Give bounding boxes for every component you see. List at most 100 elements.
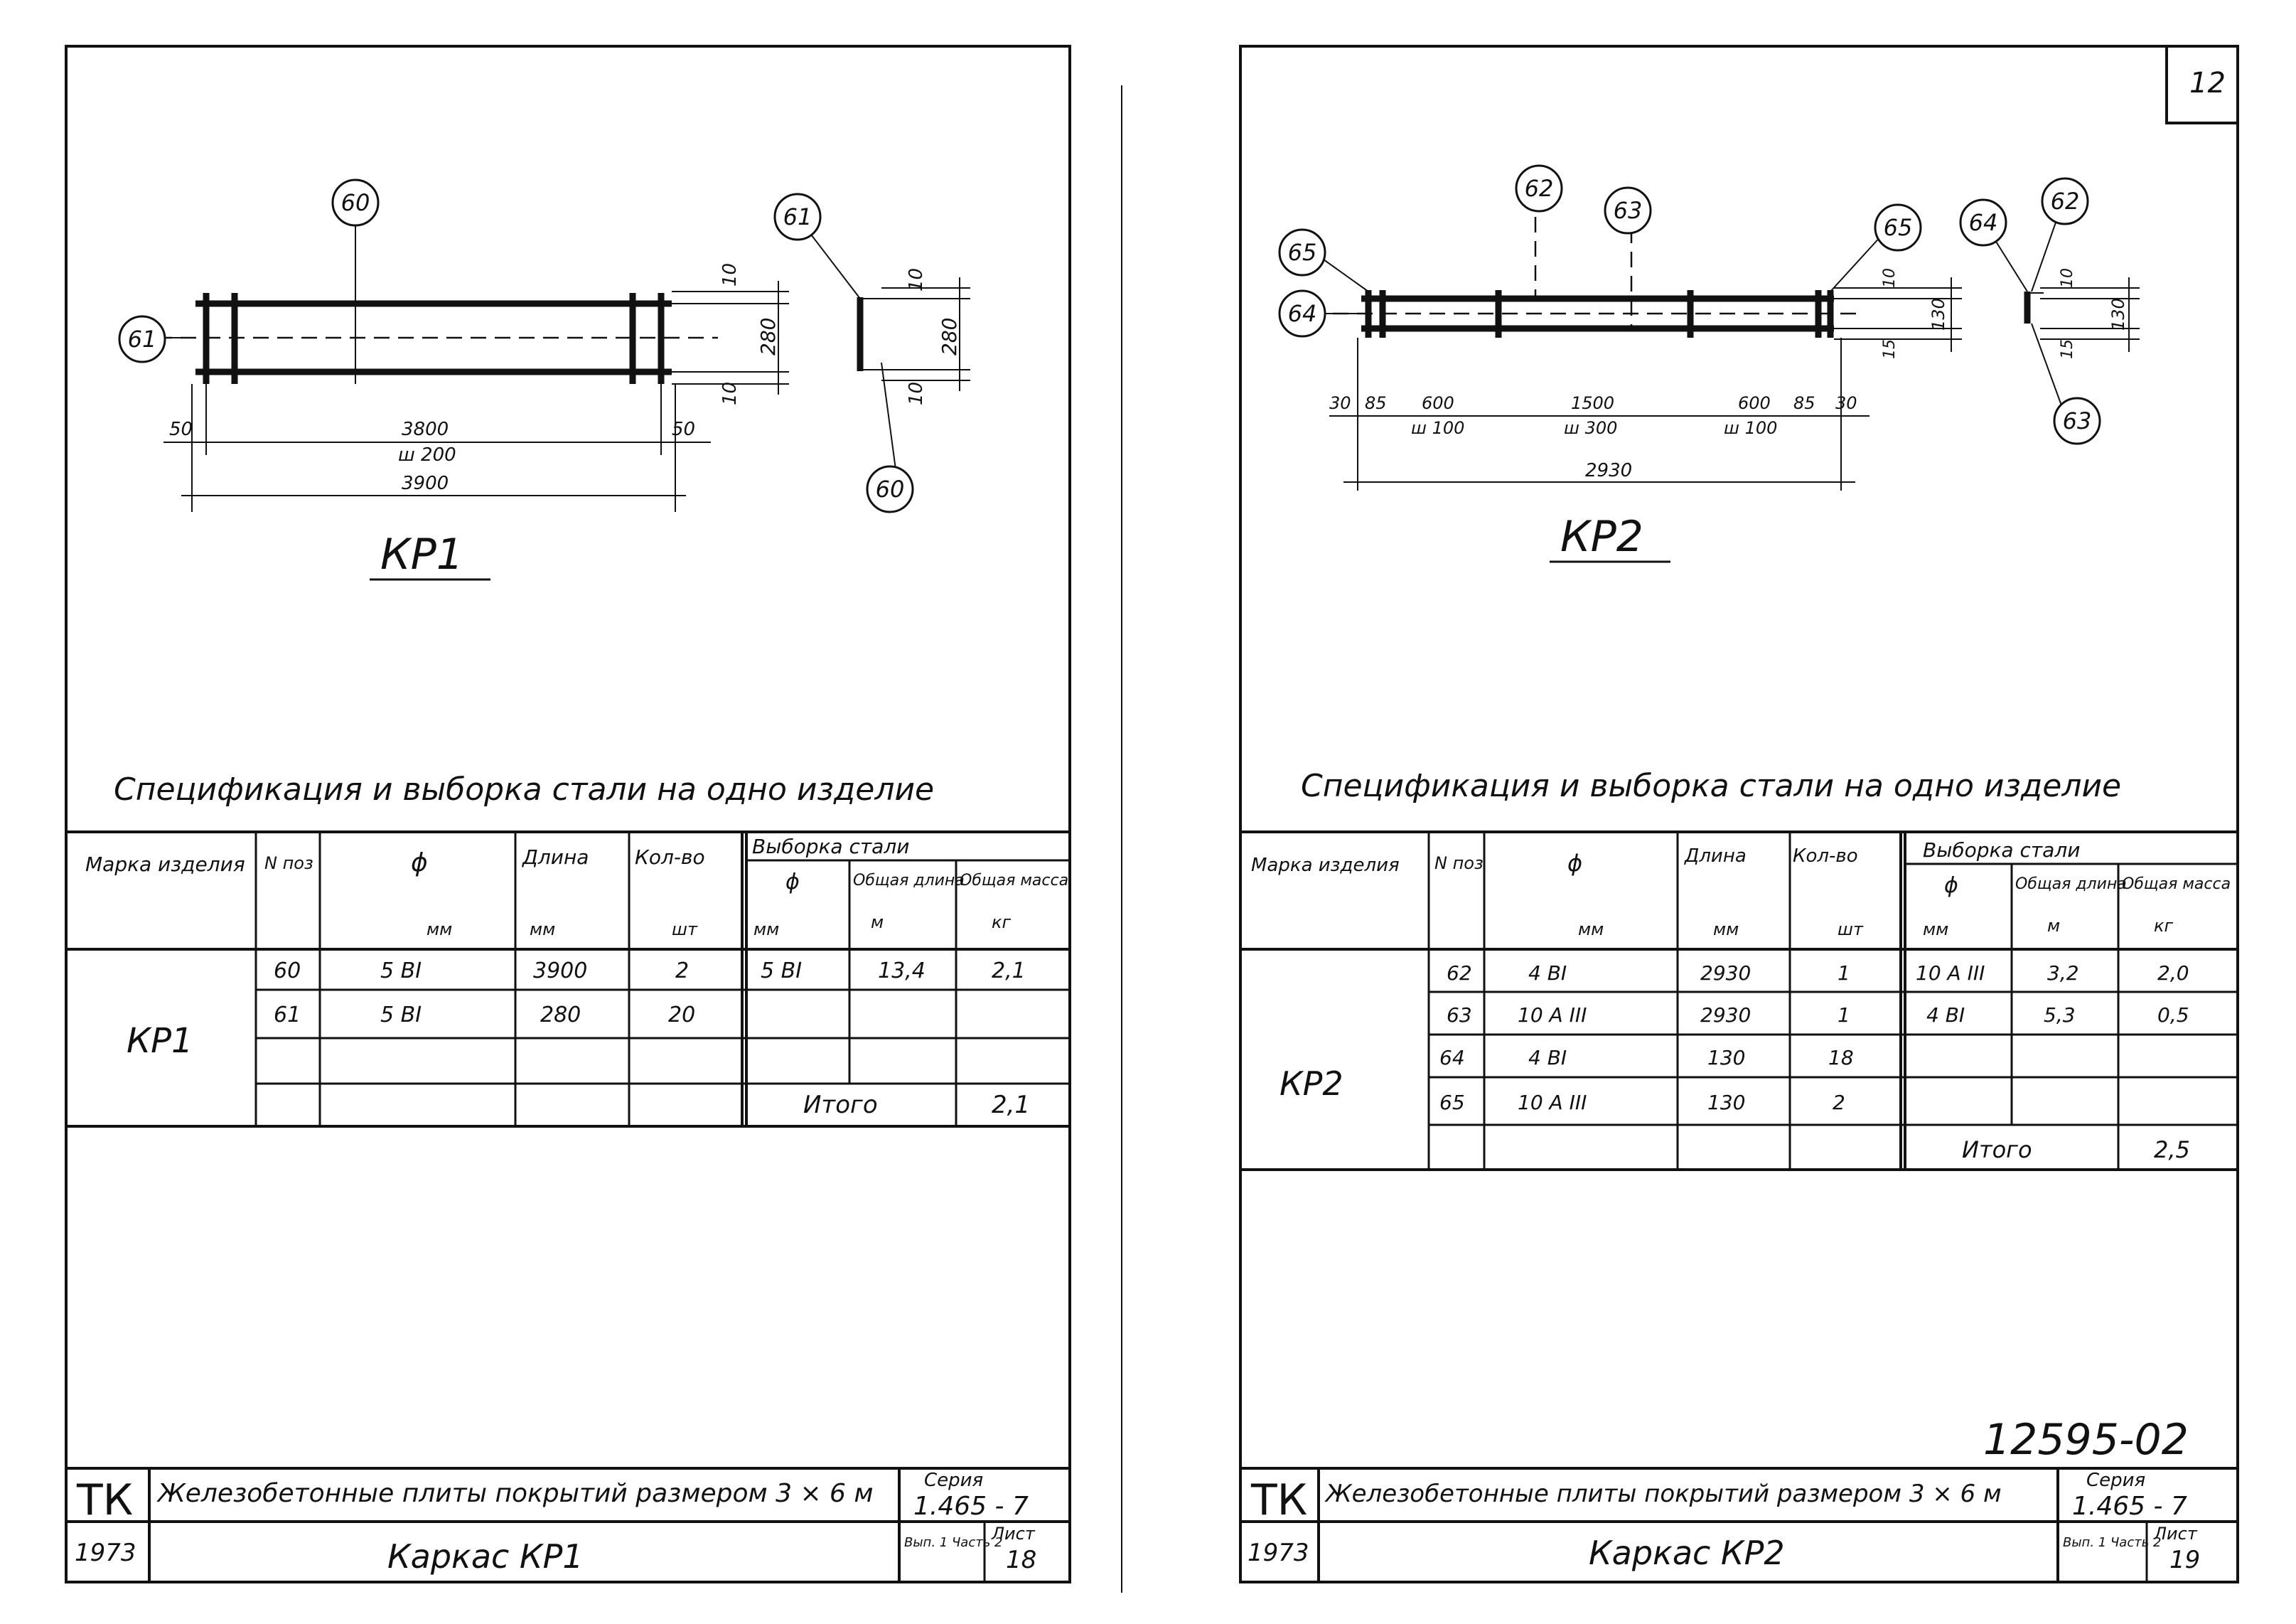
left-sheet-frame xyxy=(65,45,1071,1583)
callout-62-section-label: 62 xyxy=(2051,188,2080,215)
left-tb-series-label: Серия xyxy=(924,1470,983,1491)
right-row1-dia: 4 BI xyxy=(1528,961,1567,985)
table-row: 10 A III 3,2 2,0 xyxy=(1916,961,2189,985)
callout-60-section-label: 60 xyxy=(876,476,905,503)
archive-number: 12595-02 xyxy=(1983,1415,2189,1465)
kp2-drawing-title: КР2 xyxy=(1560,512,1643,562)
left-tb-sheet-label: Лист xyxy=(991,1524,1036,1544)
right-tb-series-label: Серия xyxy=(2086,1470,2145,1491)
left-th-mark: Марка изделия xyxy=(85,853,245,876)
kp1-dim-280: 280 xyxy=(756,318,780,356)
callout-60-section: 60 xyxy=(866,465,914,513)
right-th-sel: Выборка стали xyxy=(1923,838,2080,862)
kp1-dim-top-10: 10 xyxy=(719,263,741,287)
right-total-value: 2,5 xyxy=(2154,1136,2190,1163)
kp2-dim-30b: 30 xyxy=(1835,393,1857,413)
right-th-sel-dia: ϕ xyxy=(1944,873,1958,898)
left-tb-series-value: 1.465 - 7 xyxy=(913,1492,1029,1521)
right-unit-len: мм xyxy=(1713,919,1739,939)
left-tb-name: Каркас КР1 xyxy=(387,1537,584,1576)
right-spec-title: Спецификация и выборка стали на одно изд… xyxy=(1301,768,2121,804)
left-th-sel-mass: Общая масса xyxy=(960,872,1068,890)
right-row1-len: 2930 xyxy=(1700,961,1751,985)
kp2-dim-1500: 1500 xyxy=(1571,393,1614,413)
table-row: 64 4 BI 130 18 xyxy=(1439,1046,1854,1069)
callout-64-left: 64 xyxy=(1278,289,1326,338)
callout-63-section-label: 63 xyxy=(2063,407,2092,434)
right-tb-sheet-label: Лист xyxy=(2153,1524,2198,1544)
callout-65-right: 65 xyxy=(1874,203,1922,252)
callout-60-top: 60 xyxy=(331,178,380,227)
kp2-sec-dim-15: 15 xyxy=(2059,339,2076,359)
right-tb-title: Железобетонные плиты покрытий размером 3… xyxy=(1324,1480,2002,1508)
left-sel1-len: 13,4 xyxy=(878,958,926,983)
kp1-dim-3800: 3800 xyxy=(402,419,449,440)
right-th-mark: Марка изделия xyxy=(1251,855,1400,876)
kp2-sec-dim-10: 10 xyxy=(2059,268,2076,288)
left-row1-pos: 60 xyxy=(274,958,301,983)
right-th-sel-len: Общая длина xyxy=(2015,875,2127,893)
page-number: 12 xyxy=(2189,67,2226,100)
right-title-block xyxy=(1240,1467,2238,1582)
callout-65-left: 65 xyxy=(1278,228,1326,277)
right-sel2-dia: 4 BI xyxy=(1926,1003,1965,1027)
kp2-elevation xyxy=(1318,217,1962,491)
right-sheet-frame xyxy=(1239,45,2239,1583)
right-mark-cell: КР2 xyxy=(1280,1064,1343,1103)
left-unit-dia: мм xyxy=(427,919,452,939)
left-th-sel-len: Общая длина xyxy=(853,872,965,890)
left-th-len: Длина xyxy=(521,845,589,869)
right-sel2-len: 5,3 xyxy=(2044,1003,2076,1027)
table-row: 4 BI 5,3 0,5 xyxy=(1926,1003,2189,1027)
kp1-drawing-title: КР1 xyxy=(380,530,463,579)
kp2-dim-step-a: ш 100 xyxy=(1411,418,1464,438)
kp1-dim-step: ш 200 xyxy=(398,444,456,466)
right-row2-pos: 63 xyxy=(1447,1003,1472,1027)
kp1-dim-50-left: 50 xyxy=(169,419,193,440)
right-total-label: Итого xyxy=(1962,1136,2032,1163)
right-th-dia: ϕ xyxy=(1567,850,1582,877)
right-row3-len: 130 xyxy=(1707,1046,1745,1069)
left-unit-sel-mass: кг xyxy=(992,912,1011,932)
left-tb-org: ТК xyxy=(76,1475,133,1525)
kp2-dim-30a: 30 xyxy=(1329,393,1351,413)
right-sel1-len: 3,2 xyxy=(2047,961,2079,985)
right-th-sel-mass: Общая масса xyxy=(2122,875,2231,893)
left-th-pos: N поз xyxy=(264,853,313,873)
left-total-label: Итого xyxy=(803,1091,878,1119)
right-row2-dia: 10 A III xyxy=(1518,1003,1587,1027)
callout-61-section-label: 61 xyxy=(783,203,812,230)
table-row: 60 5 BI 3900 2 xyxy=(274,958,689,983)
kp1-sec-dim-280: 280 xyxy=(938,318,961,356)
kp2-dim-600a: 600 xyxy=(1422,393,1454,413)
left-tb-sheet-value: 18 xyxy=(1006,1546,1036,1574)
left-sel1-mass: 2,1 xyxy=(992,958,1026,983)
left-th-sel: Выборка стали xyxy=(752,835,909,858)
left-row1-dia: 5 BI xyxy=(380,958,422,983)
right-row4-dia: 10 A III xyxy=(1518,1091,1587,1114)
left-tb-title: Железобетонные плиты покрытий размером 3… xyxy=(156,1479,874,1508)
right-tb-issue: Вып. 1 Часть 2 xyxy=(2063,1535,2161,1550)
right-sel1-dia: 10 A III xyxy=(1916,961,1985,985)
kp2-dim-v10: 10 xyxy=(1881,268,1899,288)
right-unit-sel-len: м xyxy=(2047,916,2060,936)
callout-65-left-label: 65 xyxy=(1288,239,1317,266)
right-unit-sel-mass: кг xyxy=(2154,916,2173,936)
kp2-dim-v130: 130 xyxy=(1928,298,1948,331)
callout-64-section-label: 64 xyxy=(1969,209,1998,236)
kp1-dim-3900: 3900 xyxy=(402,473,449,494)
right-tb-org: ТК xyxy=(1250,1475,1307,1525)
kp1-dim-bottom-10: 10 xyxy=(719,382,741,405)
left-th-qty: Кол-во xyxy=(635,845,705,869)
callout-61-left: 61 xyxy=(118,315,166,363)
left-total-value: 2,1 xyxy=(992,1091,1030,1119)
right-row2-len: 2930 xyxy=(1700,1003,1751,1027)
kp2-sec-dim-130: 130 xyxy=(2108,298,2128,331)
right-row1-qty: 1 xyxy=(1838,961,1850,985)
callout-61-left-label: 61 xyxy=(128,326,157,353)
left-unit-len: мм xyxy=(530,919,555,939)
left-row2-len: 280 xyxy=(540,1003,581,1027)
left-row2-pos: 61 xyxy=(274,1003,301,1027)
left-unit-qty: шт xyxy=(672,919,698,939)
left-th-dia: ϕ xyxy=(411,848,428,877)
